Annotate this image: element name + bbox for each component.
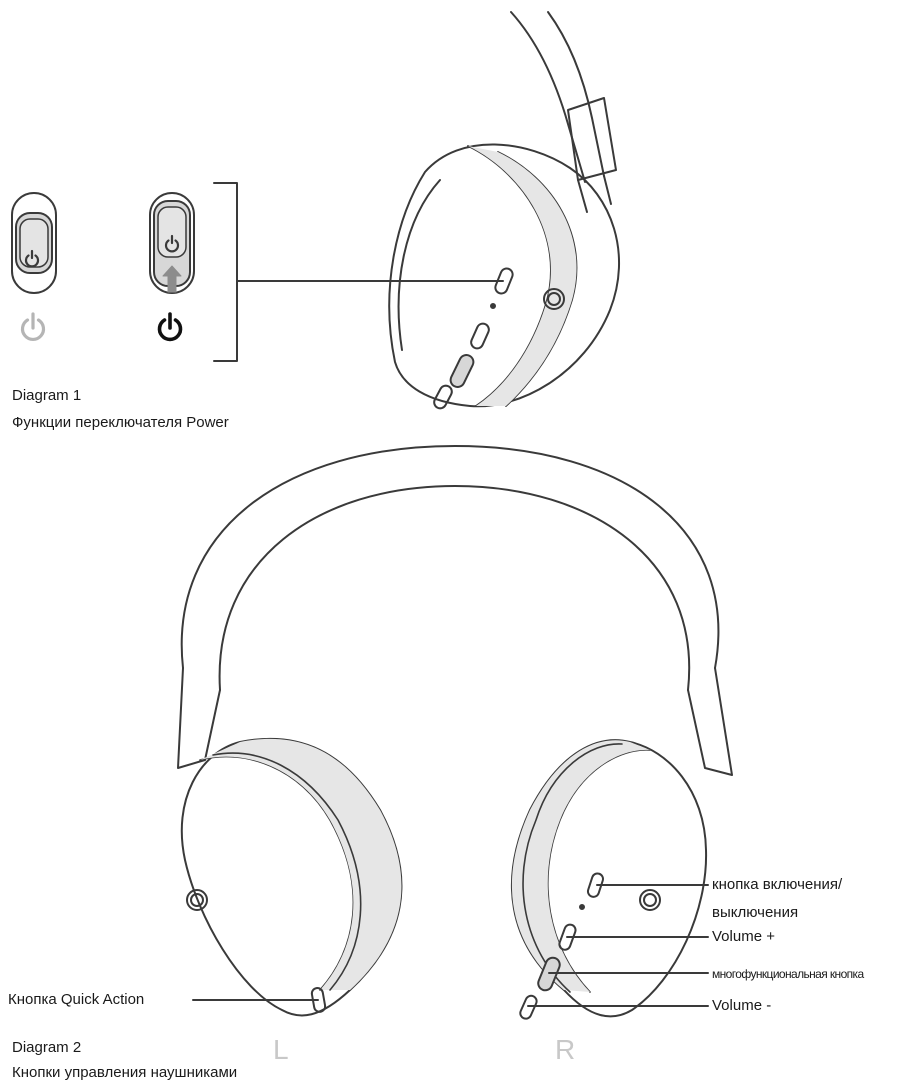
arrow-up-icon xyxy=(162,265,182,293)
label-power-line1: кнопка включения/ xyxy=(712,876,843,893)
switch-off-state xyxy=(11,192,57,294)
side-right-letter: R xyxy=(555,1034,576,1065)
power-icon-small-off xyxy=(24,249,40,268)
label-volume-down: Volume - xyxy=(712,997,772,1014)
diagram1-caption: Функции переключателя Power xyxy=(12,414,229,431)
label-power-line2: выключения xyxy=(712,904,799,921)
label-quick-action: Кнопка Quick Action xyxy=(8,991,145,1008)
diagram2-caption: Кнопки управления наушниками xyxy=(12,1064,238,1081)
headphone-front-view xyxy=(177,445,733,1020)
diagram1-title: Diagram 1 xyxy=(12,387,82,404)
label-multifunction: многофункциональная кнопка xyxy=(712,967,864,981)
power-on-icon xyxy=(157,312,183,342)
headphone-side-view xyxy=(388,11,621,410)
switch-bracket xyxy=(213,182,238,362)
power-off-icon xyxy=(20,312,46,341)
label-volume-up: Volume + xyxy=(712,928,775,945)
power-icon-small-on xyxy=(164,234,180,253)
diagram2-title: Diagram 2 xyxy=(12,1039,82,1056)
side-left-letter: L xyxy=(273,1034,289,1065)
